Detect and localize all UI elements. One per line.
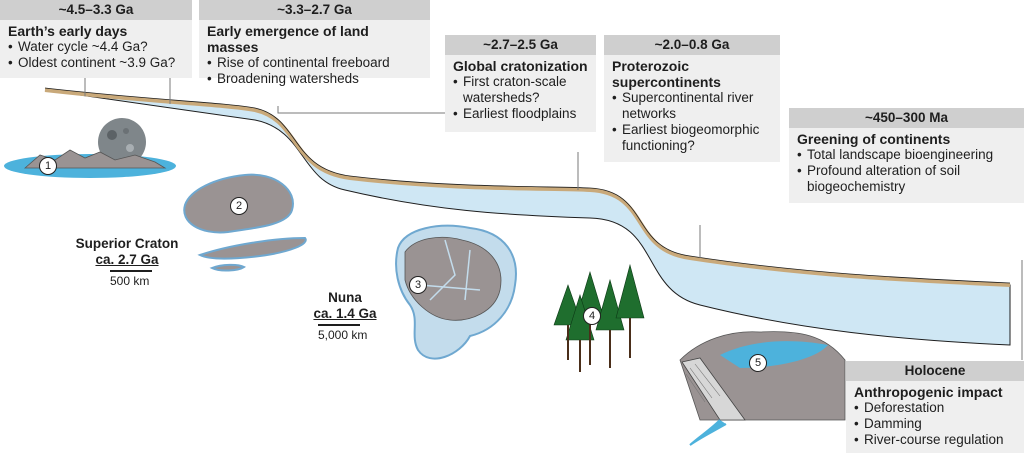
marker-5: 5 [749, 354, 767, 372]
box-early-days-item: Water cycle ~4.4 Ga? [8, 39, 184, 55]
box-greening: ~450–300 Ma Greening of continents Total… [789, 108, 1024, 203]
box-holocene-title: Anthropogenic impact [854, 384, 1003, 400]
marker-1: 1 [39, 157, 57, 175]
box-holocene: Holocene Anthropogenic impact Deforestat… [846, 361, 1024, 453]
superior-craton-scale-text: 500 km [110, 274, 150, 288]
superior-craton-name: Superior Craton [75, 236, 179, 251]
box-early-days-title: Earth’s early days [8, 23, 128, 39]
river-bank [44, 88, 1011, 287]
box-supercontinents-item: Earliest biogeomorphic functioning? [612, 122, 772, 154]
box-land-masses-period: ~3.3–2.7 Ga [199, 0, 430, 20]
box-cratonization-item: Earliest floodplains [453, 106, 588, 122]
superior-craton-age: ca. 2.7 Ga [95, 252, 159, 267]
box-early-days-period: ~4.5–3.3 Ga [0, 0, 192, 20]
box-supercontinents-title: Proterozoic supercontinents [612, 58, 721, 90]
box-supercontinents-period: ~2.0–0.8 Ga [604, 35, 780, 55]
box-cratonization-item: First craton-scale watersheds? [453, 74, 588, 106]
superior-craton-label: Superior Craton ca. 2.7 Ga [72, 236, 182, 268]
dam-illustration [679, 331, 846, 446]
box-early-days-item: Oldest continent ~3.9 Ga? [8, 55, 184, 71]
marker-2: 2 [230, 197, 248, 215]
box-cratonization-title: Global cratonization [453, 58, 588, 74]
box-supercontinents: ~2.0–0.8 Ga Proterozoic supercontinents … [604, 35, 780, 162]
box-holocene-item: Damming [854, 416, 1016, 432]
marker-3: 3 [409, 276, 427, 294]
box-land-masses-item: Rise of continental freeboard [207, 55, 422, 71]
nuna-scale-text: 5,000 km [318, 328, 368, 342]
box-cratonization: ~2.7–2.5 Ga Global cratonization First c… [445, 35, 596, 132]
box-greening-title: Greening of continents [797, 131, 951, 147]
nuna-map [395, 224, 517, 360]
box-land-masses-title: Early emergence of land masses [207, 23, 369, 55]
nuna-scale: 5,000 km [318, 324, 382, 342]
box-greening-period: ~450–300 Ma [789, 108, 1024, 128]
marker-4: 4 [583, 307, 601, 325]
box-holocene-item: Deforestation [854, 400, 1016, 416]
superior-craton-scale: 500 km [110, 270, 155, 288]
early-earth-scene [4, 118, 176, 178]
nuna-age: ca. 1.4 Ga [313, 306, 377, 321]
nuna-label: Nuna ca. 1.4 Ga [305, 290, 385, 322]
box-supercontinents-item: Supercontinental river networks [612, 90, 772, 122]
box-cratonization-period: ~2.7–2.5 Ga [445, 35, 596, 55]
box-holocene-period: Holocene [846, 361, 1024, 381]
box-holocene-item: River-course regulation [854, 432, 1016, 448]
superior-craton-map [183, 173, 307, 272]
nuna-name: Nuna [328, 290, 362, 305]
box-early-days: ~4.5–3.3 Ga Earth’s early days Water cyc… [0, 0, 192, 78]
box-greening-item: Total landscape bioengineering [797, 147, 1016, 163]
box-greening-item: Profound alteration of soil biogeochemis… [797, 163, 1016, 195]
leader-lines [84, 78, 1023, 360]
box-land-masses: ~3.3–2.7 Ga Early emergence of land mass… [199, 0, 430, 86]
box-land-masses-item: Broadening watersheds [207, 71, 422, 87]
